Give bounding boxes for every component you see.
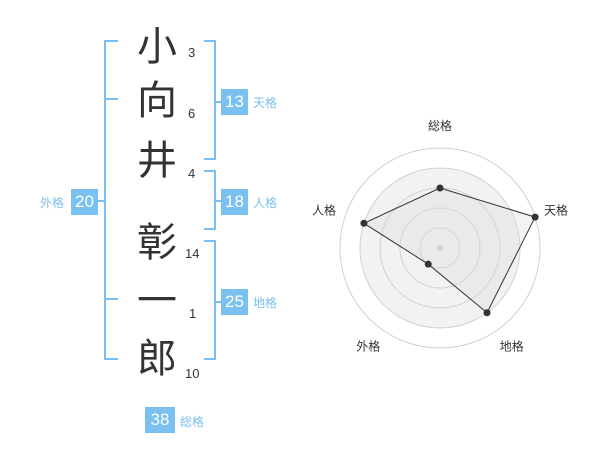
outer-bracket-tick [104, 98, 118, 100]
soukaku-value: 38 [150, 410, 170, 429]
outer-bracket-top-tick [104, 40, 118, 42]
soukaku-label: 総格 [180, 415, 205, 429]
jinkaku-badge: 18 [221, 189, 248, 215]
chikaku-value: 25 [225, 292, 244, 311]
outer-bracket-tick [104, 298, 118, 300]
chikaku-bracket-connector [214, 301, 222, 303]
gaikaku-badge: 20 [71, 189, 98, 215]
tenkaku-bracket-line [214, 40, 216, 160]
jinkaku-bracket-connector [214, 200, 222, 202]
chikaku-bracket-top-tick [204, 240, 216, 242]
stroke-count-6: 10 [185, 366, 200, 381]
chikaku-bracket-line [214, 240, 216, 360]
soukaku-badge: 38 [145, 407, 175, 433]
name-char-4: 彰 [137, 220, 177, 266]
radar-axis-label-2: 天格 [544, 202, 568, 217]
radar-point-2 [531, 213, 539, 221]
gaikaku-label: 外格 [40, 196, 65, 210]
jinkaku-bracket-top-tick [204, 170, 216, 172]
gaikaku-value: 20 [75, 192, 94, 211]
radar-point-5 [360, 219, 368, 227]
chikaku-label: 地格 [253, 296, 278, 310]
name-char-6: 郎 [137, 336, 177, 382]
radar-point-3 [483, 309, 491, 317]
chikaku-badge: 25 [221, 289, 248, 315]
radar-axis-label-4: 外格 [356, 339, 380, 354]
radar-axis-label-3: 地格 [500, 339, 524, 354]
tenkaku-bracket-bottom-tick [204, 158, 216, 160]
radar-point-4 [424, 260, 432, 268]
radar-value-polygon [362, 187, 536, 314]
name-char-2: 向 [137, 78, 177, 124]
stroke-count-2: 6 [188, 106, 196, 121]
outer-bracket-bottom-tick [104, 358, 118, 360]
jinkaku-bracket-bottom-tick [204, 228, 216, 230]
jinkaku-value: 18 [225, 192, 244, 211]
stroke-count-4: 14 [185, 246, 200, 261]
radar-rings [339, 147, 541, 349]
stroke-count-5: 1 [189, 306, 197, 321]
tenkaku-label: 天格 [253, 96, 278, 110]
tenkaku-bracket-connector [214, 101, 222, 103]
radar-axis-label-5: 人格 [312, 202, 336, 217]
tenkaku-badge: 13 [221, 89, 248, 115]
jinkaku-label: 人格 [253, 196, 278, 210]
tenkaku-bracket-top-tick [204, 40, 216, 42]
name-char-3: 井 [137, 138, 177, 184]
chikaku-bracket-bottom-tick [204, 358, 216, 360]
stroke-count-3: 4 [188, 166, 196, 181]
name-char-1: 小 [137, 24, 177, 70]
radar-point-1 [436, 184, 444, 192]
radar-points [360, 184, 539, 317]
radar-axis-label-1: 総格 [428, 118, 452, 133]
outer-bracket-connector [98, 200, 106, 202]
tenkaku-value: 13 [225, 92, 244, 111]
radar-center-dot [437, 245, 443, 251]
name-char-5: 一 [137, 278, 177, 324]
stroke-count-1: 3 [188, 45, 196, 60]
